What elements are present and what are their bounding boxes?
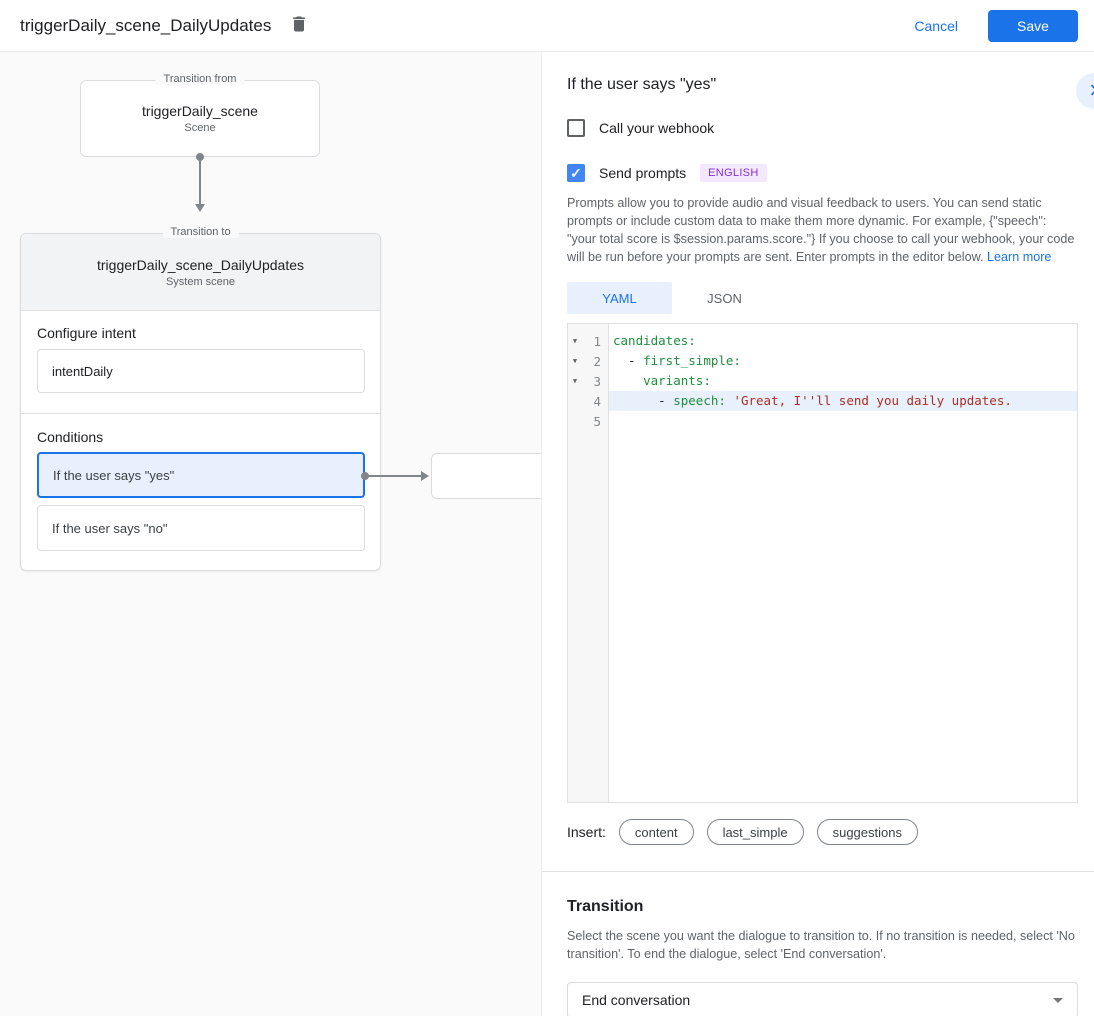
code-token [613,373,643,388]
condition-connector-dot [361,472,369,480]
from-scene-name: triggerDaily_scene [142,103,258,119]
tab-yaml[interactable]: YAML [567,282,672,314]
panel-title: If the user says "yes" [567,76,717,93]
send-prompts-checkbox[interactable]: ✓ [567,164,585,182]
connector-dot [196,153,204,161]
connector-arrowhead [195,204,205,212]
gutter-line[interactable]: ▼3 [568,371,608,391]
condition-item-no[interactable]: If the user says "no" [37,505,365,551]
condition-target-node[interactable] [431,453,541,499]
language-badge: ENGLISH [700,164,767,182]
line-number: 3 [593,373,601,389]
fold-arrow-icon[interactable]: ▼ [572,357,578,365]
send-prompts-row: ✓ Send prompts ENGLISH [567,164,1078,182]
line-number: 2 [593,353,601,369]
connector-line [199,159,201,204]
tab-json[interactable]: JSON [707,290,742,306]
fold-arrow-icon[interactable]: ▼ [572,337,578,345]
insert-row: Insert: content last_simple suggestions [567,819,1078,845]
code-line[interactable] [609,411,1077,431]
webhook-checkbox[interactable] [567,119,585,137]
condition-connector-line [366,475,422,477]
transition-from-node[interactable]: Transition from triggerDaily_scene Scene [80,73,320,157]
gutter-line: 5 [568,411,608,431]
to-scene-type: System scene [165,275,236,288]
editor-code[interactable]: candidates: - first_simple: variants: - … [609,324,1077,802]
line-number: 4 [593,393,601,409]
line-number: 5 [593,413,601,429]
code-line[interactable]: - speech: 'Great, I''ll send you daily u… [609,391,1077,411]
scene-canvas: Transition from triggerDaily_scene Scene… [0,52,542,1016]
code-line[interactable]: variants: [609,371,1077,391]
insert-chip-last-simple[interactable]: last_simple [706,819,804,845]
line-number: 1 [593,333,601,349]
code-token: speech: [673,393,726,408]
code-line[interactable]: - first_simple: [609,351,1077,371]
delete-scene-button[interactable] [289,14,309,37]
gutter-line: 4 [568,391,608,411]
collapse-panel-button[interactable] [1076,73,1094,109]
condition-connector-arrowhead [421,471,429,481]
insert-chip-content[interactable]: content [618,819,694,845]
code-token: candidates: [613,333,696,348]
insert-label: Insert: [567,824,606,840]
trash-icon [289,14,309,37]
page-title: triggerDaily_scene_DailyUpdates [20,15,272,35]
prompts-description: Prompts allow you to provide audio and v… [567,196,1075,264]
transition-to-node: Transition to triggerDaily_scene_DailyUp… [20,226,381,571]
section-divider [542,871,1094,872]
gutter-line[interactable]: ▼2 [568,351,608,371]
webhook-row: Call your webhook [567,119,1078,137]
code-token: variants: [643,373,711,388]
transition-select-value: End conversation [582,992,691,1008]
transition-description: Select the scene you want the dialogue t… [567,929,1075,961]
insert-chip-suggestions[interactable]: suggestions [816,819,918,845]
gutter-line[interactable]: ▼1 [568,331,608,351]
transition-select[interactable]: End conversation [567,982,1078,1016]
top-bar: triggerDaily_scene_DailyUpdates Cancel S… [0,0,1094,52]
cancel-button[interactable]: Cancel [914,17,958,34]
code-line[interactable]: candidates: [609,331,1077,351]
save-button[interactable]: Save [988,9,1078,42]
configure-intent-label: Configure intent [37,325,136,341]
send-prompts-label: Send prompts [599,165,687,181]
to-scene-name: triggerDaily_scene_DailyUpdates [97,256,304,273]
intent-field[interactable]: intentDaily [37,349,365,393]
condition-item-yes[interactable]: If the user says "yes" [37,452,365,498]
code-token: first_simple: [643,353,741,368]
caret-down-icon [1053,997,1063,1003]
code-token: - [613,353,644,368]
conditions-label: Conditions [37,429,104,445]
code-token: 'Great, I''ll send you daily updates. [733,393,1012,408]
editor-tabs: YAML JSON [567,282,1078,314]
condition-detail-panel: If the user says "yes" Call your webhook… [542,52,1094,1016]
code-token: - [613,393,674,408]
chevron-right-icon [1083,79,1094,104]
transition-to-legend: Transition to [162,226,239,238]
webhook-label: Call your webhook [599,120,715,136]
from-scene-type: Scene [184,122,216,134]
to-node-header[interactable]: Transition to triggerDaily_scene_DailyUp… [21,226,380,311]
fold-arrow-icon[interactable]: ▼ [572,377,578,385]
learn-more-link[interactable]: Learn more [987,250,1052,264]
transition-from-legend: Transition from [155,73,245,85]
card-divider [21,413,380,414]
transition-heading: Transition [567,898,644,915]
